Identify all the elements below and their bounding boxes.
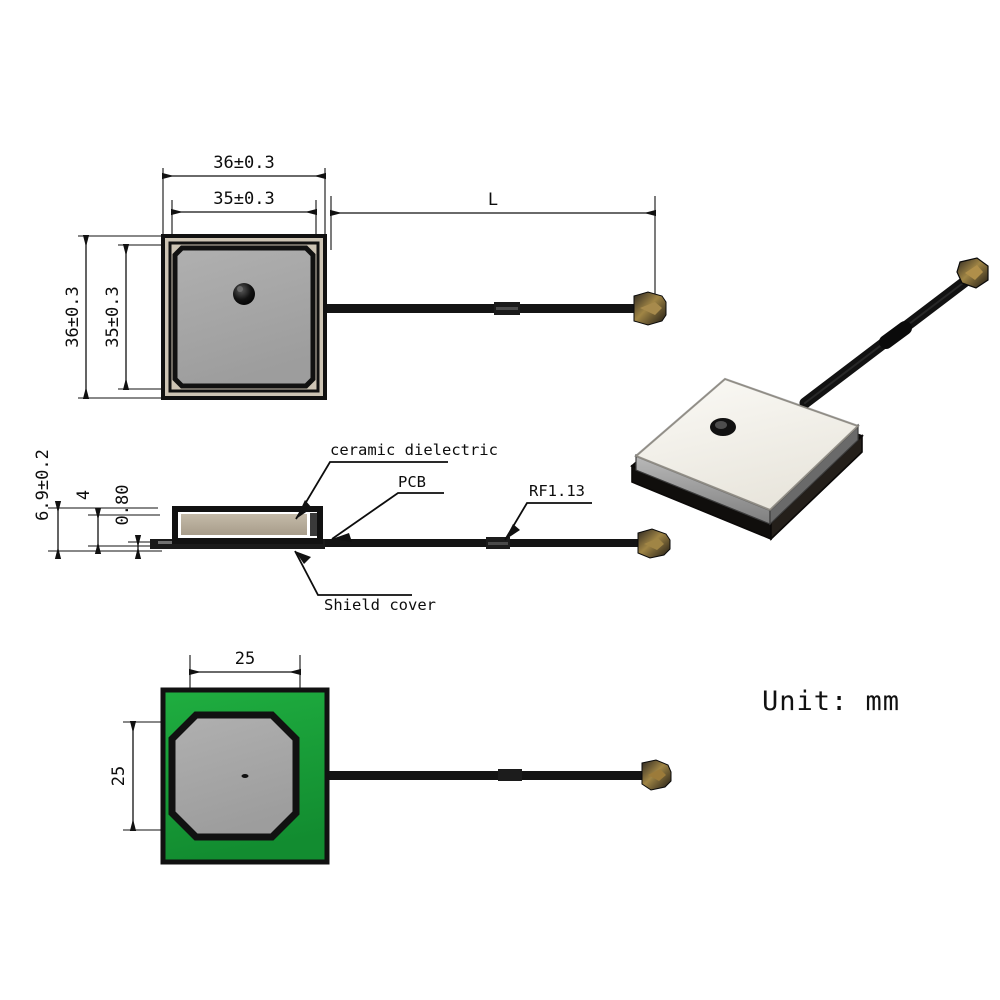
iso-view-cable [799, 274, 973, 409]
dimension-inner-height: 35±0.3 [103, 244, 130, 390]
dimension-inner-width-label: 35±0.3 [213, 189, 274, 209]
top-view-feed-pin [233, 283, 255, 305]
dimension-inner-height-label: 35±0.3 [103, 286, 123, 347]
dimension-patch-height-label: 25 [109, 766, 129, 786]
callout-rf-cable-label: RF1.13 [529, 482, 585, 500]
bottom-view-ceramic-patch [168, 711, 300, 841]
top-view-cable [325, 302, 635, 315]
unit-note: Unit: mm [762, 686, 900, 717]
dimension-inner-width: 35±0.3 [171, 189, 317, 216]
dimension-pcb-thickness-label: 0.80 [113, 485, 133, 526]
side-view-group: 6.9±0.2 4 0.80 [33, 441, 671, 614]
side-view-connector [637, 528, 671, 559]
dimension-total-thickness-label: 6.9±0.2 [33, 449, 53, 521]
top-view-antenna-body [161, 234, 327, 400]
dimension-patch-height: 25 [109, 721, 137, 831]
bottom-view-connector [641, 759, 672, 791]
dimension-outer-height-label: 36±0.3 [63, 286, 83, 347]
dimension-pcb-thickness: 0.80 [113, 485, 142, 559]
side-view-shield-cover [172, 506, 323, 544]
dimension-patch-width: 25 [189, 649, 301, 676]
callout-shield-cover: Shield cover [294, 550, 436, 614]
dimension-ceramic-thickness: 4 [74, 490, 102, 554]
callout-rf-cable: RF1.13 [504, 482, 592, 541]
bottom-view-pcb [160, 687, 330, 865]
top-view-ceramic-patch [172, 245, 316, 389]
callout-pcb-label: PCB [398, 473, 426, 491]
dimension-cable-length-label: L [488, 190, 498, 210]
dimension-outer-width: 36±0.3 [162, 153, 326, 180]
dimension-total-thickness: 6.9±0.2 [33, 449, 62, 559]
side-view-ceramic-dielectric [181, 514, 307, 535]
top-view-group: 36±0.3 35±0.3 36±0.3 35±0.3 L [63, 153, 667, 400]
dimension-cable-length: L [330, 190, 656, 217]
callout-ceramic-dielectric: ceramic dielectric [295, 441, 498, 520]
bottom-view-feed-point [241, 774, 249, 778]
bottom-view-group: 25 25 [109, 649, 672, 865]
dimension-outer-width-label: 36±0.3 [213, 153, 274, 173]
iso-view-ceramic-top [634, 378, 860, 511]
top-view-connector [633, 291, 667, 326]
callout-ceramic-dielectric-label: ceramic dielectric [330, 441, 498, 459]
bottom-view-cable [300, 769, 645, 781]
side-view-extension-lines [48, 507, 162, 552]
iso-view-connector [956, 257, 989, 289]
callout-shield-cover-label: Shield cover [324, 596, 436, 614]
side-view-cable [320, 537, 638, 549]
iso-view-antenna [630, 377, 864, 541]
dimension-outer-height: 36±0.3 [63, 235, 90, 399]
dimension-patch-width-label: 25 [235, 649, 255, 669]
dimension-ceramic-thickness-label: 4 [74, 490, 94, 500]
callout-pcb: PCB [331, 473, 444, 542]
side-view-antenna-body [150, 506, 325, 549]
iso-view-group [630, 257, 989, 541]
